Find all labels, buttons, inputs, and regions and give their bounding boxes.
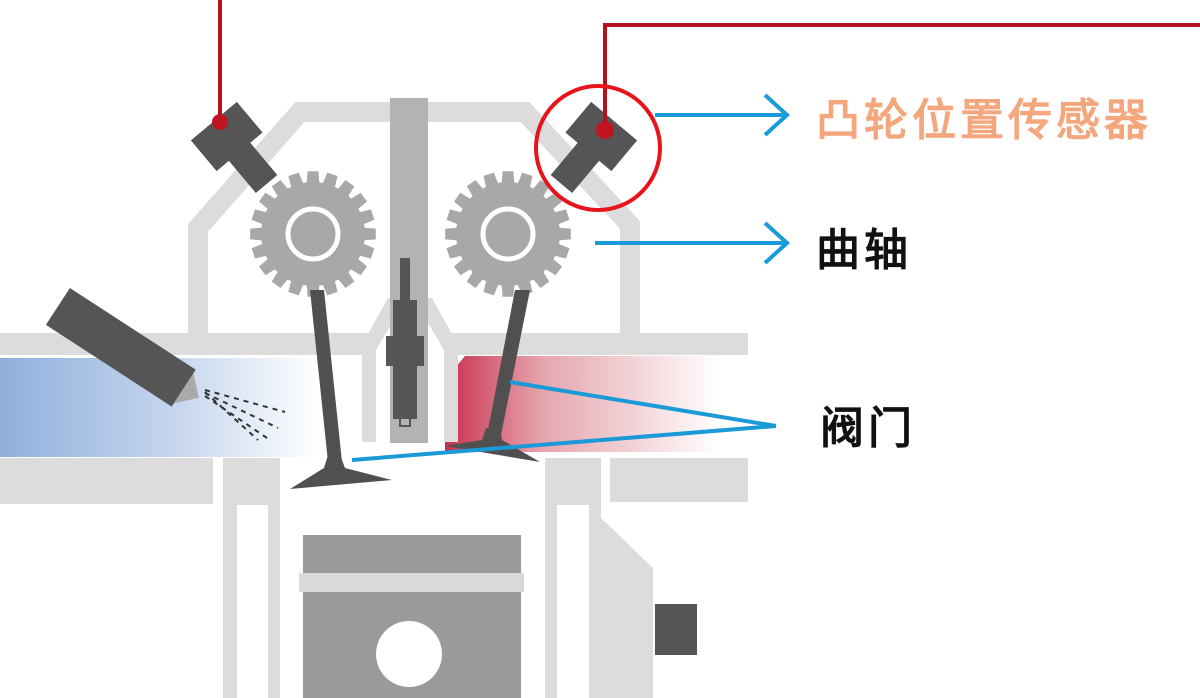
piston — [299, 535, 524, 698]
highlight-circle — [534, 84, 662, 212]
wire-terminal-right — [596, 121, 614, 139]
label-cam-position-sensor: 凸轮位置传感器 — [816, 95, 1152, 146]
fuel-injector — [45, 287, 199, 407]
gear-hub-ring — [285, 206, 341, 262]
exhaust-valve — [445, 290, 540, 462]
crank-sensor-left — [190, 101, 278, 193]
fuel-spray — [204, 389, 286, 441]
side-sensor — [655, 604, 697, 655]
exhaust-flow — [445, 356, 720, 452]
spark-plug — [386, 258, 424, 427]
gear-left — [250, 171, 376, 297]
gear-hub-ring — [480, 206, 536, 262]
gear-right — [445, 171, 571, 297]
piston-ring — [299, 573, 524, 592]
gear-teeth — [445, 171, 571, 297]
label-crankshaft: 曲轴 — [816, 225, 912, 276]
gear-teeth — [250, 171, 376, 297]
label-valve: 阀门 — [820, 403, 916, 454]
pointer-lines — [351, 93, 790, 462]
block-side — [601, 518, 653, 698]
wire-terminal-left — [212, 114, 228, 130]
intake-valve — [290, 290, 392, 489]
sensor-wire-right — [603, 23, 1200, 130]
piston-pin-hole — [376, 621, 442, 687]
